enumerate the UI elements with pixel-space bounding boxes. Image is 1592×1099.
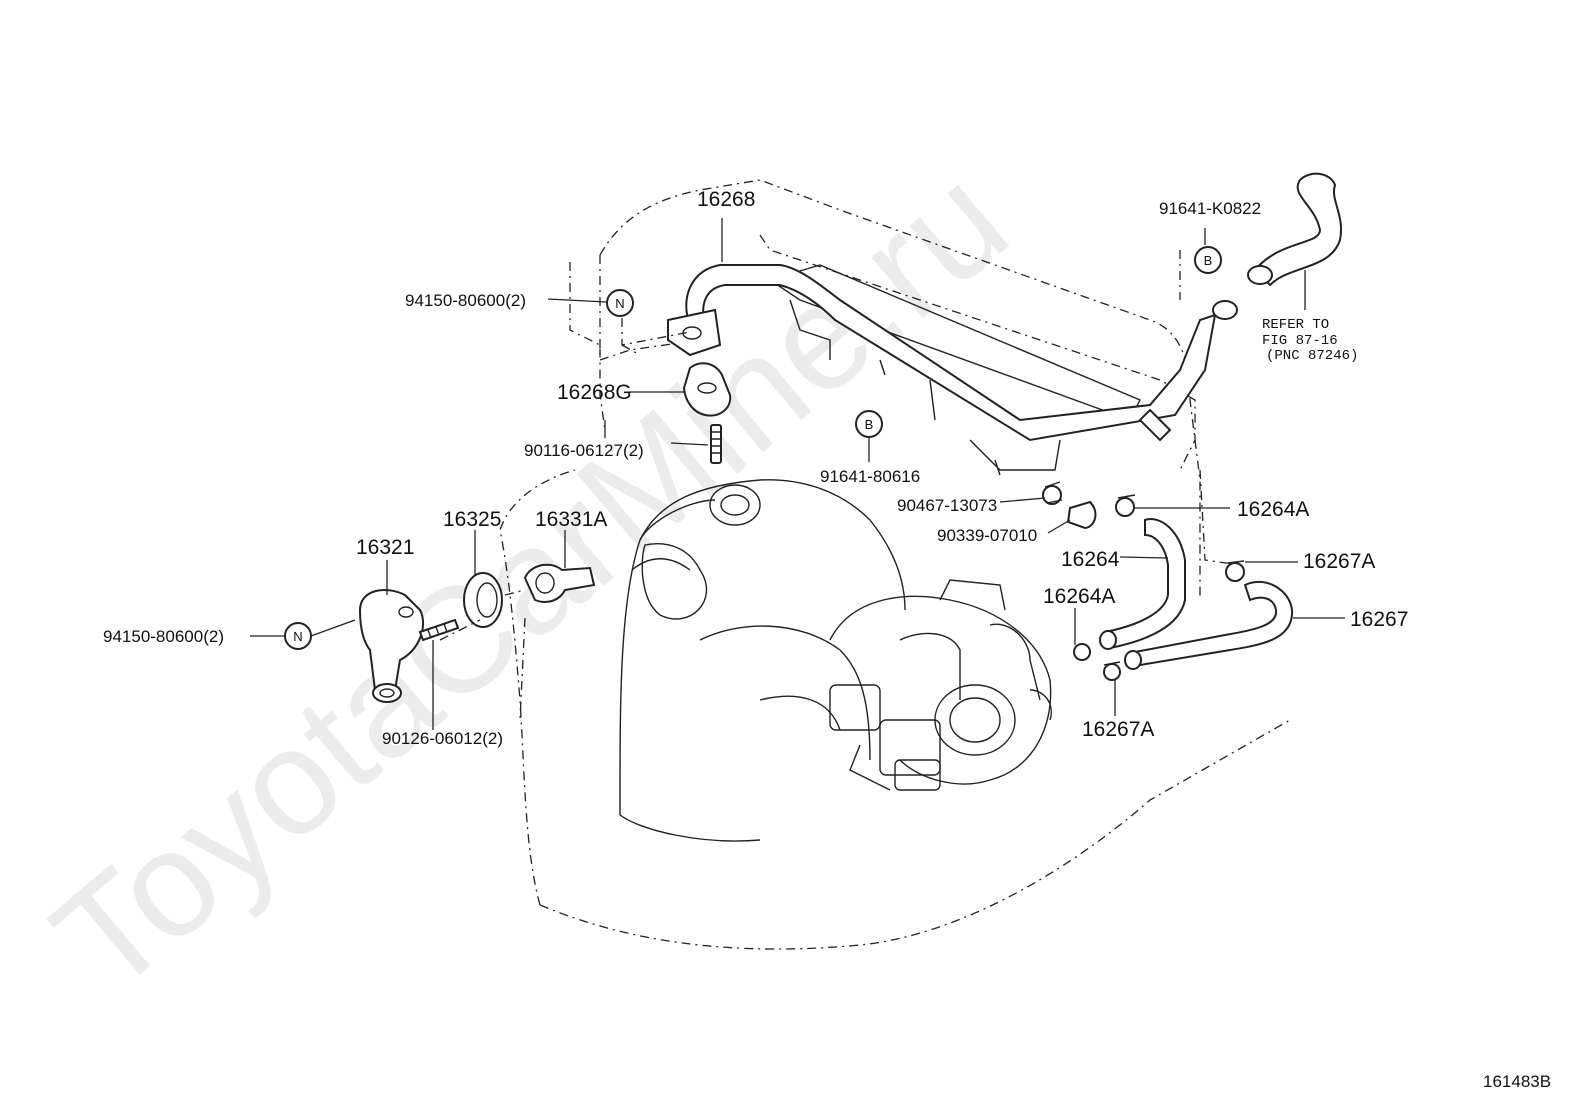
refer-note-line2: FIG 87-16 — [1262, 333, 1338, 349]
label-16267: 16267 — [1350, 608, 1408, 631]
gasket-16268g — [682, 362, 732, 417]
label-16268: 16268 — [697, 188, 755, 211]
refer-note: REFER TO FIG 87-16 (PNC 87246) — [1262, 317, 1358, 364]
label-16321: 16321 — [356, 536, 414, 559]
label-16267a-lower: 16267A — [1082, 718, 1154, 741]
label-16268g: 16268G — [557, 381, 632, 404]
gasket-16325 — [463, 572, 503, 628]
label-16267a-upper: 16267A — [1303, 550, 1375, 573]
thermostat-16331a — [523, 563, 596, 603]
label-16331a: 16331A — [535, 508, 607, 531]
callout-b-lower-text: B — [865, 417, 874, 432]
label-stud-upper: 90116-06127(2) — [524, 441, 644, 460]
callout-n-lower: N — [284, 622, 312, 650]
refer-note-line1: REFER TO — [1262, 317, 1329, 333]
figure-id: 161483B — [1483, 1072, 1551, 1091]
hose-16267 — [1124, 580, 1294, 670]
water-outlet-16321 — [358, 589, 425, 703]
engine-intake-body — [619, 479, 1052, 842]
label-nut-lower: 94150-80600(2) — [103, 627, 224, 646]
plug-90339 — [1066, 500, 1097, 530]
label-stud-lower: 90126-06012(2) — [382, 729, 503, 748]
label-90467-13073: 90467-13073 — [897, 496, 997, 515]
stud-lower — [418, 618, 460, 642]
label-16264a-upper: 16264A — [1237, 498, 1309, 521]
clamps — [1042, 481, 1245, 681]
callout-n-upper-text: N — [615, 296, 624, 311]
leader-lines — [250, 218, 1345, 730]
callout-n-lower-text: N — [293, 629, 302, 644]
refer-note-line3: (PNC 87246) — [1266, 348, 1358, 364]
label-91641-k0822: 91641-K0822 — [1159, 199, 1261, 218]
callout-b-lower: B — [855, 410, 883, 438]
assembly-line-lower — [439, 589, 526, 721]
label-16325: 16325 — [443, 508, 501, 531]
label-16264a-lower: 16264A — [1043, 585, 1115, 608]
label-nut-upper: 94150-80600(2) — [405, 291, 526, 310]
callout-b-upper: B — [1194, 246, 1222, 274]
label-90339-07010: 90339-07010 — [937, 526, 1037, 545]
hose-16264 — [1099, 518, 1186, 650]
label-16264: 16264 — [1061, 548, 1120, 571]
label-91641-80616: 91641-80616 — [820, 467, 920, 486]
stud-upper — [710, 424, 722, 464]
hose-upper-right — [1247, 172, 1343, 287]
callout-n-upper: N — [606, 289, 634, 317]
hose-16268 — [667, 264, 1238, 442]
assembly-line-upper — [621, 318, 691, 356]
callout-b-upper-text: B — [1204, 253, 1213, 268]
